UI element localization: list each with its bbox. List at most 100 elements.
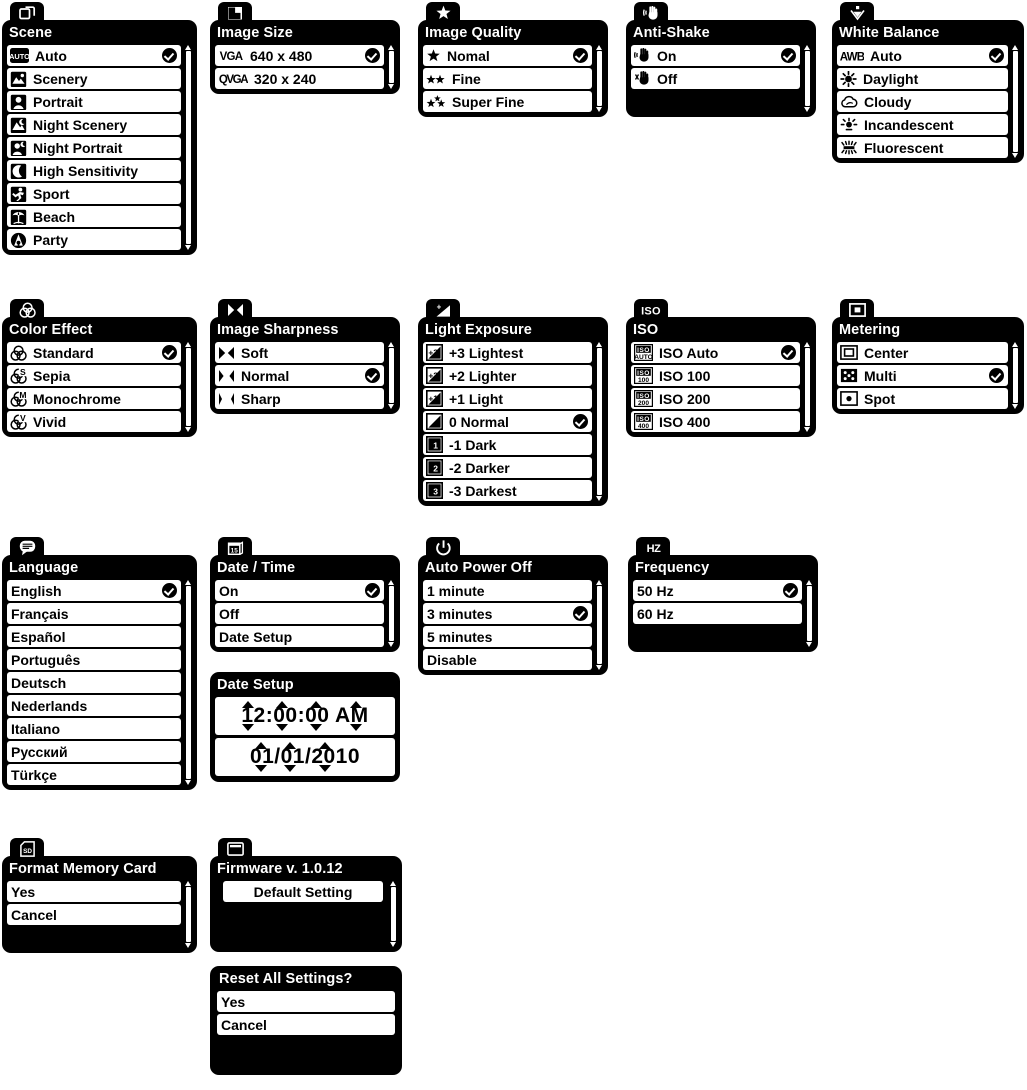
scroll-up-arrow-icon[interactable]: [388, 342, 394, 347]
menu-item[interactable]: Multi: [837, 365, 1008, 386]
scrollbar[interactable]: [389, 881, 397, 947]
scrollbar[interactable]: [184, 45, 192, 250]
menu-item[interactable]: Fluorescent: [837, 137, 1008, 158]
scrollbar-thumb[interactable]: [596, 348, 602, 495]
scroll-up-arrow-icon[interactable]: [185, 45, 191, 50]
tab-format-memory-card[interactable]: SD: [10, 838, 44, 860]
menu-item[interactable]: Incandescent: [837, 114, 1008, 135]
tab-light-exposure[interactable]: +: [426, 299, 460, 321]
menu-item[interactable]: Spot: [837, 388, 1008, 409]
scrollbar[interactable]: [387, 580, 395, 647]
tab-language[interactable]: [10, 537, 44, 559]
menu-item[interactable]: Français: [7, 603, 181, 624]
time-spinner[interactable]: 12:00:00 AM: [215, 697, 395, 735]
scroll-down-arrow-icon[interactable]: [388, 642, 394, 647]
scrollbar[interactable]: [184, 580, 192, 785]
scrollbar[interactable]: [1011, 342, 1019, 409]
menu-item[interactable]: 3 minutes: [423, 603, 592, 624]
menu-item[interactable]: Русский: [7, 741, 181, 762]
scroll-down-arrow-icon[interactable]: [388, 404, 394, 409]
menu-item[interactable]: Portrait: [7, 91, 181, 112]
scrollbar-thumb[interactable]: [185, 887, 191, 942]
scroll-up-arrow-icon[interactable]: [806, 580, 812, 585]
menu-item[interactable]: Party: [7, 229, 181, 250]
menu-item[interactable]: 60 Hz: [633, 603, 802, 624]
menu-item[interactable]: +2+2 Lighter: [423, 365, 592, 386]
menu-item[interactable]: Cloudy: [837, 91, 1008, 112]
menu-item[interactable]: Beach: [7, 206, 181, 227]
menu-item[interactable]: 1-1 Dark: [423, 434, 592, 455]
menu-item[interactable]: Super Fine: [423, 91, 592, 112]
scroll-down-arrow-icon[interactable]: [185, 427, 191, 432]
menu-item[interactable]: Scenery: [7, 68, 181, 89]
scrollbar-thumb[interactable]: [804, 348, 810, 426]
menu-item[interactable]: 5 minutes: [423, 626, 592, 647]
menu-item[interactable]: Standard: [7, 342, 181, 363]
menu-item[interactable]: 50 Hz: [633, 580, 802, 601]
tab-scene[interactable]: [10, 2, 44, 24]
menu-item[interactable]: On: [215, 580, 384, 601]
menu-item[interactable]: Português: [7, 649, 181, 670]
scroll-down-arrow-icon[interactable]: [804, 107, 810, 112]
scroll-up-arrow-icon[interactable]: [388, 580, 394, 585]
scroll-down-arrow-icon[interactable]: [185, 943, 191, 948]
scroll-down-arrow-icon[interactable]: [596, 107, 602, 112]
menu-item[interactable]: +3+3 Lightest: [423, 342, 592, 363]
menu-item[interactable]: Türkçe: [7, 764, 181, 785]
scrollbar[interactable]: [595, 580, 603, 670]
scroll-down-arrow-icon[interactable]: [388, 84, 394, 89]
tab-white-balance[interactable]: [840, 2, 874, 24]
tab-date-time[interactable]: 15: [218, 537, 252, 559]
menu-item[interactable]: Fine: [423, 68, 592, 89]
scrollbar-thumb[interactable]: [185, 51, 191, 244]
scrollbar-thumb[interactable]: [390, 887, 396, 941]
scroll-up-arrow-icon[interactable]: [390, 881, 396, 886]
scroll-up-arrow-icon[interactable]: [388, 45, 394, 50]
scroll-up-arrow-icon[interactable]: [804, 342, 810, 347]
scroll-up-arrow-icon[interactable]: [596, 45, 602, 50]
scroll-down-arrow-icon[interactable]: [185, 780, 191, 785]
scrollbar-thumb[interactable]: [1012, 51, 1018, 152]
menu-item[interactable]: 2-2 Darker: [423, 457, 592, 478]
scrollbar[interactable]: [387, 45, 395, 89]
menu-item[interactable]: Normal: [215, 365, 384, 386]
tab-frequency[interactable]: HZ: [636, 537, 670, 559]
tab-color-effect[interactable]: [10, 299, 44, 321]
scroll-down-arrow-icon[interactable]: [596, 496, 602, 501]
menu-item[interactable]: Yes: [217, 991, 395, 1012]
tab-image-quality[interactable]: [426, 2, 460, 24]
menu-item[interactable]: Sport: [7, 183, 181, 204]
scrollbar[interactable]: [803, 45, 811, 112]
menu-item[interactable]: Off: [631, 68, 800, 89]
tab-iso[interactable]: ISO: [634, 299, 668, 321]
scrollbar[interactable]: [805, 580, 813, 647]
scroll-down-arrow-icon[interactable]: [806, 642, 812, 647]
scrollbar-thumb[interactable]: [596, 586, 602, 664]
menu-item[interactable]: Nomal: [423, 45, 592, 66]
scrollbar[interactable]: [595, 45, 603, 112]
menu-item[interactable]: +1+1 Light: [423, 388, 592, 409]
scroll-up-arrow-icon[interactable]: [185, 580, 191, 585]
scroll-down-arrow-icon[interactable]: [804, 427, 810, 432]
menu-item[interactable]: Yes: [7, 881, 181, 902]
menu-item[interactable]: Off: [215, 603, 384, 624]
scrollbar-thumb[interactable]: [185, 348, 191, 426]
menu-item[interactable]: On: [631, 45, 800, 66]
menu-item[interactable]: Nederlands: [7, 695, 181, 716]
scroll-up-arrow-icon[interactable]: [596, 342, 602, 347]
menu-item[interactable]: Disable: [423, 649, 592, 670]
scroll-down-arrow-icon[interactable]: [390, 942, 396, 947]
scrollbar[interactable]: [184, 881, 192, 948]
scrollbar[interactable]: [595, 342, 603, 501]
scrollbar[interactable]: [803, 342, 811, 432]
scroll-down-arrow-icon[interactable]: [185, 245, 191, 250]
menu-item[interactable]: Date Setup: [215, 626, 384, 647]
tab-image-sharpness[interactable]: [218, 299, 252, 321]
scrollbar-thumb[interactable]: [185, 586, 191, 779]
